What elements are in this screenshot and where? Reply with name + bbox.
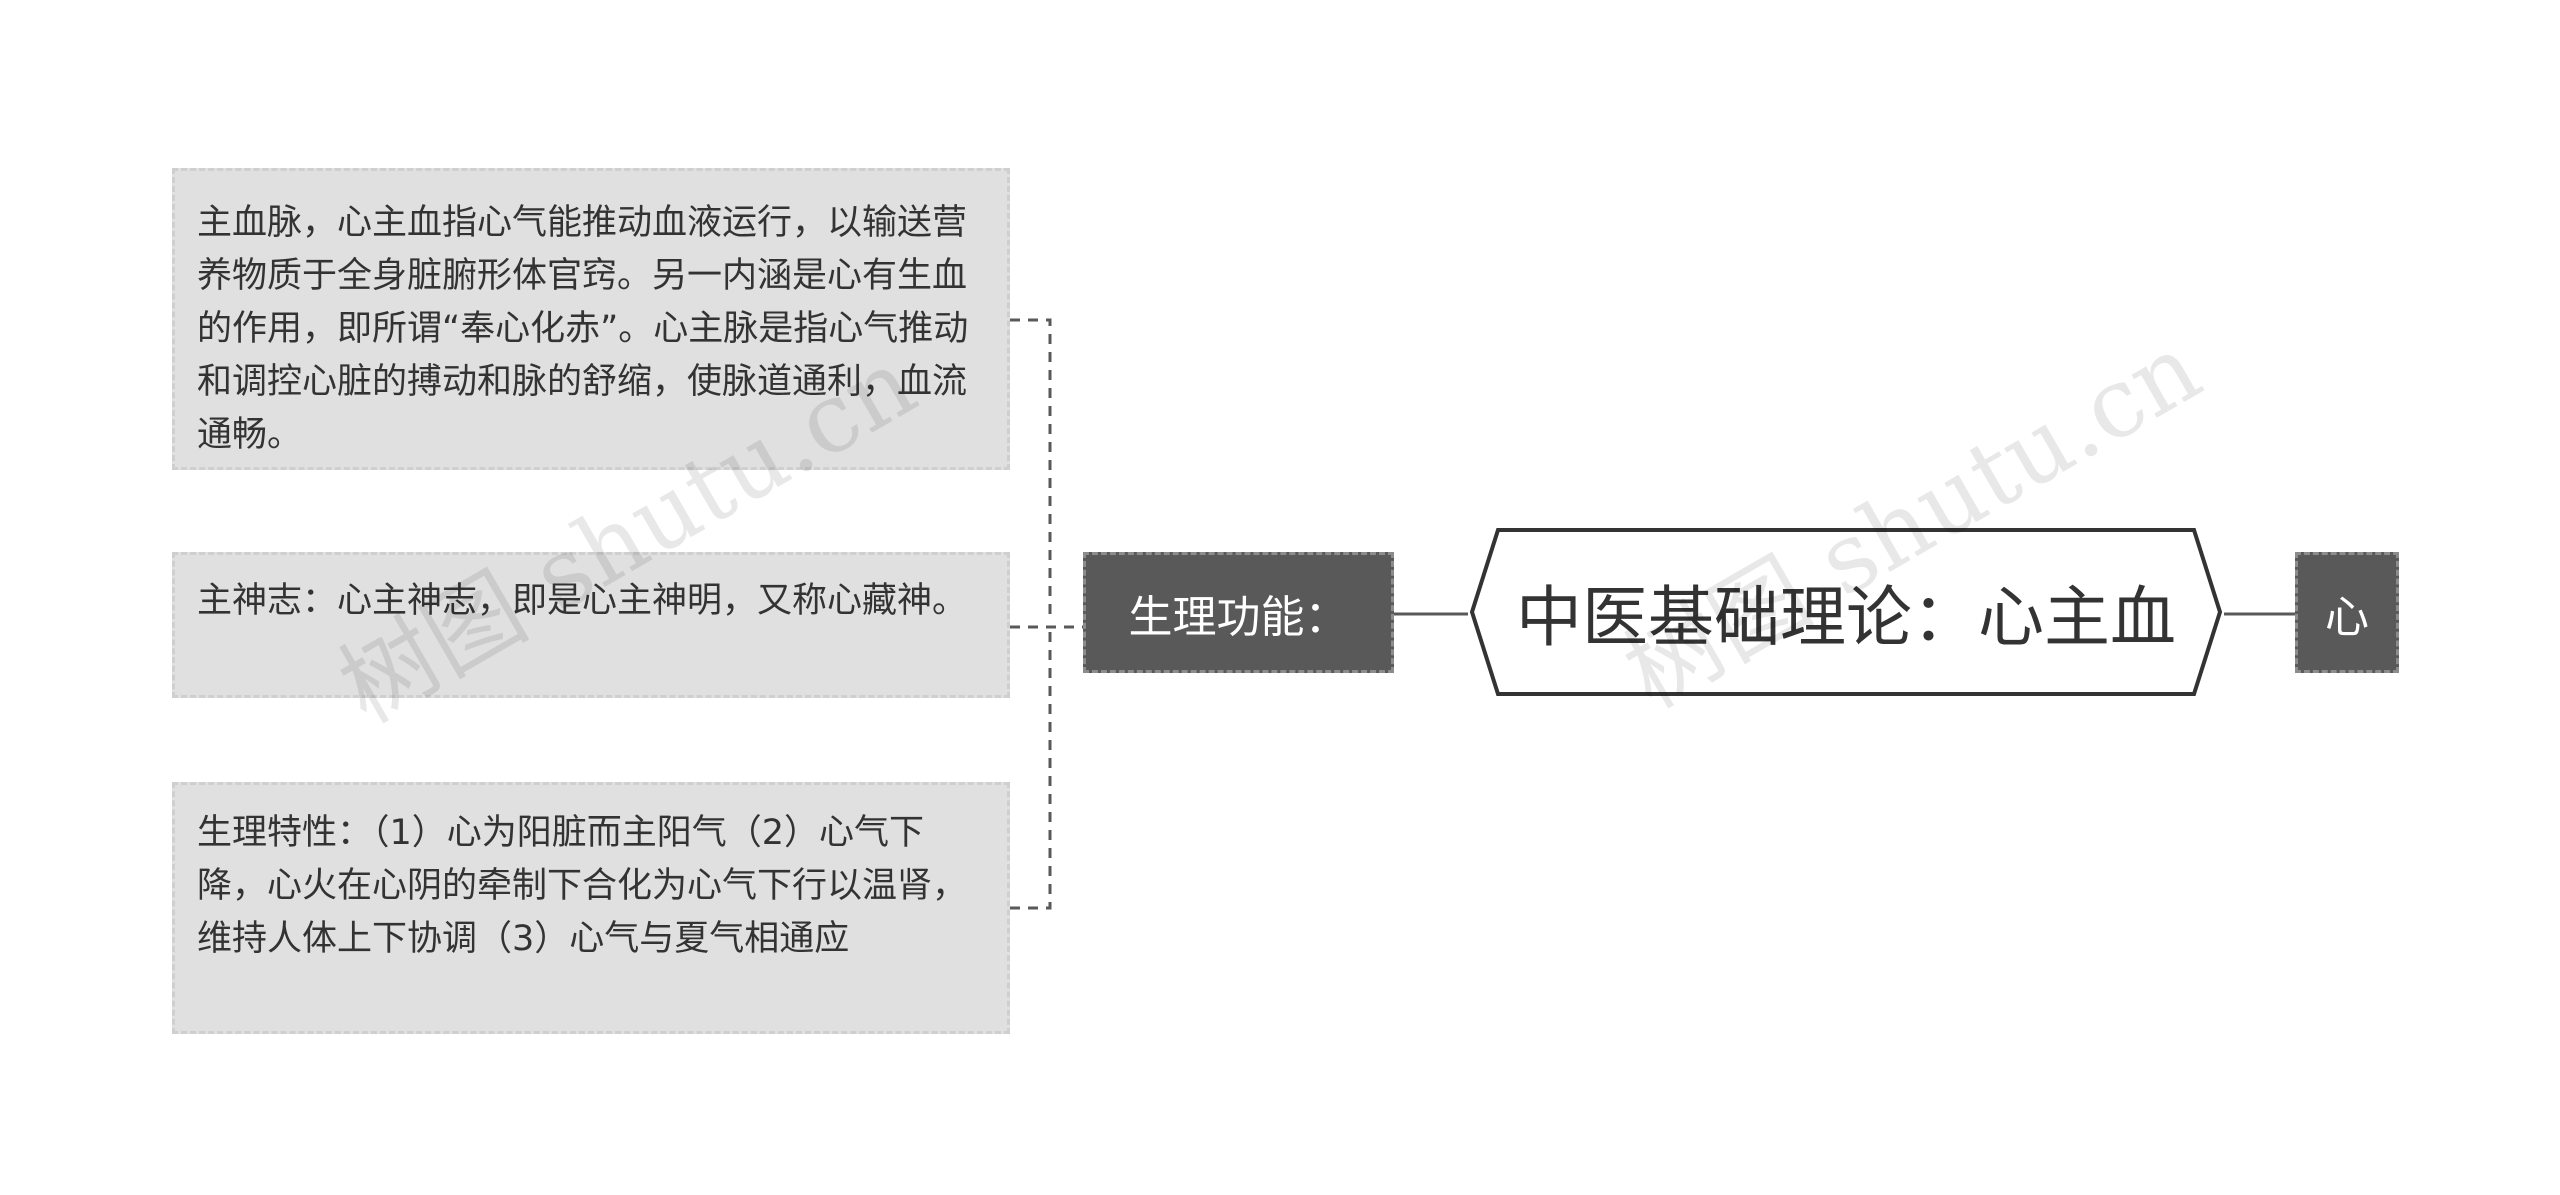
branch-node-physiological-function[interactable]: 生理功能：	[1083, 552, 1394, 673]
right-node-heart[interactable]: 心	[2295, 552, 2399, 673]
leaf-node-spirit[interactable]: 主神志：心主神志，即是心主神明，又称心藏神。	[172, 552, 1010, 698]
root-hexagon-outline	[1469, 528, 2223, 696]
leaf-text: 主神志：心主神志，即是心主神明，又称心藏神。	[197, 581, 968, 621]
branch-label: 生理功能：	[1128, 591, 1349, 643]
leaf-text: 生理特性：（1）心为阳脏而主阳气（2）心气下降，心火在心阴的牵制下合化为心气下行…	[197, 813, 968, 959]
connector-leaf-3	[1010, 627, 1052, 910]
root-label: 中医基础理论：心主血	[1516, 579, 2176, 656]
leaf-node-physiological-traits[interactable]: 生理特性：（1）心为阳脏而主阳气（2）心气下降，心火在心阴的牵制下合化为心气下行…	[172, 782, 1010, 1034]
connector-leaf-1	[1010, 318, 1052, 615]
leaf-text: 主血脉，心主血指心气能推动血液运行，以输送营养物质于全身脏腑形体官窍。另一内涵是…	[197, 203, 969, 455]
root-node[interactable]: 中医基础理论：心主血	[1468, 528, 2224, 696]
right-node-label: 心	[2325, 591, 2369, 643]
leaf-node-blood-vessels[interactable]: 主血脉，心主血指心气能推动血液运行，以输送营养物质于全身脏腑形体官窍。另一内涵是…	[172, 168, 1010, 470]
